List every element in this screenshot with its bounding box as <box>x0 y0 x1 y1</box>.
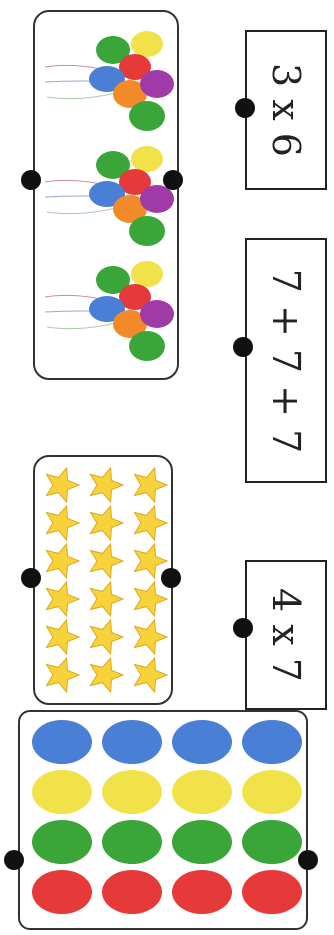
egg-icon <box>172 770 232 814</box>
balloons-card <box>33 10 179 380</box>
star-icon <box>46 506 79 540</box>
expression-3-text: 4 x 7 <box>267 588 305 682</box>
star-icon <box>134 620 167 654</box>
balloons-left-connector-dot[interactable] <box>21 170 41 190</box>
egg-icon <box>102 870 162 914</box>
expression-3-connector-dot[interactable] <box>233 618 253 638</box>
egg-icon <box>102 820 162 864</box>
star-icon <box>90 658 123 692</box>
egg-icon <box>32 820 92 864</box>
eggs-left-connector-dot[interactable] <box>4 850 24 870</box>
star-icon <box>90 582 123 616</box>
egg-icon <box>102 770 162 814</box>
stars-left-connector-dot[interactable] <box>21 568 41 588</box>
star-icon <box>46 544 79 578</box>
star-icon <box>134 468 167 502</box>
stars-picture <box>35 457 175 707</box>
expression-box-3: 4 x 7 <box>245 560 327 710</box>
egg-icon <box>242 720 302 764</box>
balloon-bunch-1 <box>45 31 174 131</box>
balloons-picture <box>35 12 181 382</box>
star-icon <box>46 468 79 502</box>
egg-icon <box>172 820 232 864</box>
star-icon <box>90 544 123 578</box>
star-icon <box>90 468 123 502</box>
star-icon <box>46 658 79 692</box>
eggs-picture <box>20 712 310 932</box>
egg-icon <box>32 770 92 814</box>
egg-icon <box>172 720 232 764</box>
expression-box-2: 7 + 7 + 7 <box>245 238 327 483</box>
star-icon <box>134 658 167 692</box>
star-icon <box>46 620 79 654</box>
balloon-bunch-3 <box>45 261 174 361</box>
star-icon <box>90 506 123 540</box>
egg-icon <box>102 720 162 764</box>
star-icon <box>90 620 123 654</box>
egg-icon <box>242 870 302 914</box>
expression-2-connector-dot[interactable] <box>233 337 253 357</box>
expression-box-1: 3 x 6 <box>245 30 327 190</box>
star-icon <box>46 582 79 616</box>
expression-1-connector-dot[interactable] <box>235 98 255 118</box>
stars-right-connector-dot[interactable] <box>161 568 181 588</box>
balloons-right-connector-dot[interactable] <box>163 170 183 190</box>
expression-2-text: 7 + 7 + 7 <box>267 268 305 453</box>
egg-icon <box>242 820 302 864</box>
eggs-card <box>18 710 308 930</box>
stars-card <box>33 455 173 705</box>
egg-icon <box>172 870 232 914</box>
egg-icon <box>32 720 92 764</box>
balloon-bunch-2 <box>45 146 174 246</box>
egg-icon <box>32 870 92 914</box>
star-icon <box>134 582 167 616</box>
expression-1-text: 3 x 6 <box>267 63 305 157</box>
star-icon <box>134 506 167 540</box>
egg-icon <box>242 770 302 814</box>
eggs-right-connector-dot[interactable] <box>298 850 318 870</box>
